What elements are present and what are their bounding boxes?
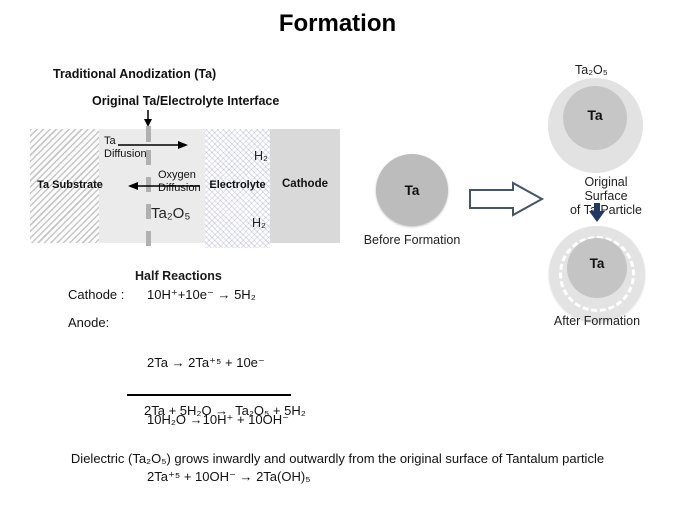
anode-equation-1: 2Ta → 2Ta⁺⁵ + 10e⁻ [147,355,265,370]
oxide-layer-label: Ta₂O₅ [151,205,191,222]
cathode-reaction-equation: 10H⁺+10e⁻ → 5H₂ [147,287,256,302]
electrolyte-label: Electrolyte [209,179,266,191]
ta-diffusion-label: Ta Diffusion [104,135,147,160]
interface-bar [146,126,151,142]
interface-heading: Original Ta/Electrolyte Interface [92,94,280,108]
ta-diffusion-right-arrow-icon [118,141,188,149]
after-formation-caption: After Formation [553,314,641,328]
before-particle: Ta [376,154,448,226]
after-particle-core: Ta [567,238,627,298]
anode-reaction-label: Anode: [68,315,110,330]
before-particle-label: Ta [404,182,420,198]
half-reactions-heading: Half Reactions [135,269,222,283]
anode-equation-3: 2Ta⁺⁵ + 10OH⁻ → 2Ta(OH)₅ [147,469,311,484]
h2-label-bottom: H₂ [252,216,266,230]
cathode-label: Cathode [282,178,328,190]
shell-core-label: Ta [587,107,603,123]
oxygen-diffusion-label: Oxygen Diffusion [158,169,201,194]
surface-pointer-down-arrow-icon [589,203,605,222]
anode-reaction-equations: 2Ta → 2Ta⁺⁵ + 10e⁻ 10H₂O →10H⁺ + 10OH⁻ 2… [147,315,310,506]
oxide-shell-core: Ta [563,86,627,150]
h2-label-top: H₂ [254,149,268,163]
page-title: Formation [278,10,397,37]
interface-down-arrow-icon [144,110,152,127]
electrolyte-region [205,129,270,248]
reaction-sum-divider [127,394,291,396]
interface-dashed-line [146,150,151,247]
after-core-label: Ta [589,255,605,271]
before-formation-caption: Before Formation [363,233,461,247]
cathode-reaction-label: Cathode : [68,287,125,302]
shell-oxide-label: Ta₂O₅ [575,63,608,77]
ta-substrate-label: Ta Substrate [37,179,103,191]
cathode-region [270,129,340,243]
original-surface-dashed-ring [559,236,635,312]
ta-substrate-region [30,129,99,243]
original-surface-note: Original Surface of Ta Particle [569,175,643,217]
traditional-anodization-heading: Traditional Anodization (Ta) [53,67,217,81]
anode-equation-2: 10H₂O →10H⁺ + 10OH⁻ [147,412,289,427]
transition-block-arrow-icon [469,181,545,217]
net-reaction-equation: 2Ta + 5H₂O → Ta₂O₅ + 5H₂ [144,403,306,418]
footer-note: Dielectric (Ta₂O₅) grows inwardly and ou… [70,451,605,466]
oxygen-diffusion-left-arrow-icon [128,182,200,190]
